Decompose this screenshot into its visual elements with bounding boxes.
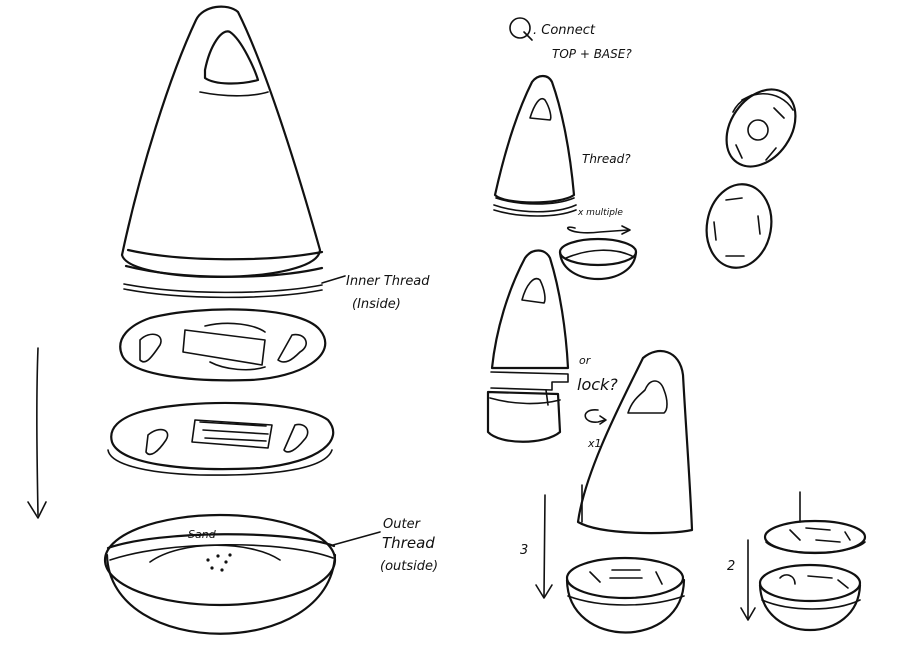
plate-step2 <box>763 491 867 555</box>
sand-label: Sand <box>188 528 217 541</box>
outer-thread-sublabel: Thread <box>382 534 435 552</box>
plate-top-view-2 <box>705 183 773 269</box>
rotate-once-icon <box>584 409 607 425</box>
rotate-arrow-icon <box>567 225 631 235</box>
thread-question-label: Thread? <box>582 152 631 166</box>
question-line2: TOP + BASE? <box>552 47 632 61</box>
outer-thread-label: Outer <box>383 517 422 532</box>
question-mark-icon <box>509 17 533 41</box>
upper-plate <box>119 308 327 382</box>
question-line1: . Connect <box>533 23 596 38</box>
cone-small-lock <box>490 249 570 391</box>
or-label: or <box>579 354 592 367</box>
cone-tall-sideview <box>576 349 694 535</box>
outer-thread-note: (outside) <box>380 559 438 574</box>
inner-thread-label: Inner Thread <box>346 274 430 289</box>
times-one-label: x1 <box>587 437 602 450</box>
lock-base-small <box>486 389 562 443</box>
lower-plate <box>107 401 335 476</box>
down-arrow-left <box>27 347 47 519</box>
down-arrow-step3 <box>535 494 553 599</box>
small-bowl-thread <box>558 237 638 280</box>
inner-thread-leader <box>321 275 346 284</box>
lock-question-label: lock? <box>577 375 618 394</box>
cone-handle-hole <box>203 30 260 85</box>
outer-thread-leader <box>332 531 381 546</box>
base-with-plate-step3 <box>565 556 686 634</box>
step-2-label: 2 <box>727 559 735 574</box>
inner-thread-sublabel: (Inside) <box>352 297 401 312</box>
base-bowl-large <box>103 513 337 635</box>
multiple-label: x multiple <box>577 208 623 218</box>
base-with-plate-step2 <box>758 563 862 631</box>
cone-top-large <box>120 5 324 299</box>
down-arrow-step2 <box>740 539 756 621</box>
plate-top-view-1 <box>725 88 797 168</box>
cone-small-thread <box>493 74 577 217</box>
step-3-label: 3 <box>520 543 528 558</box>
